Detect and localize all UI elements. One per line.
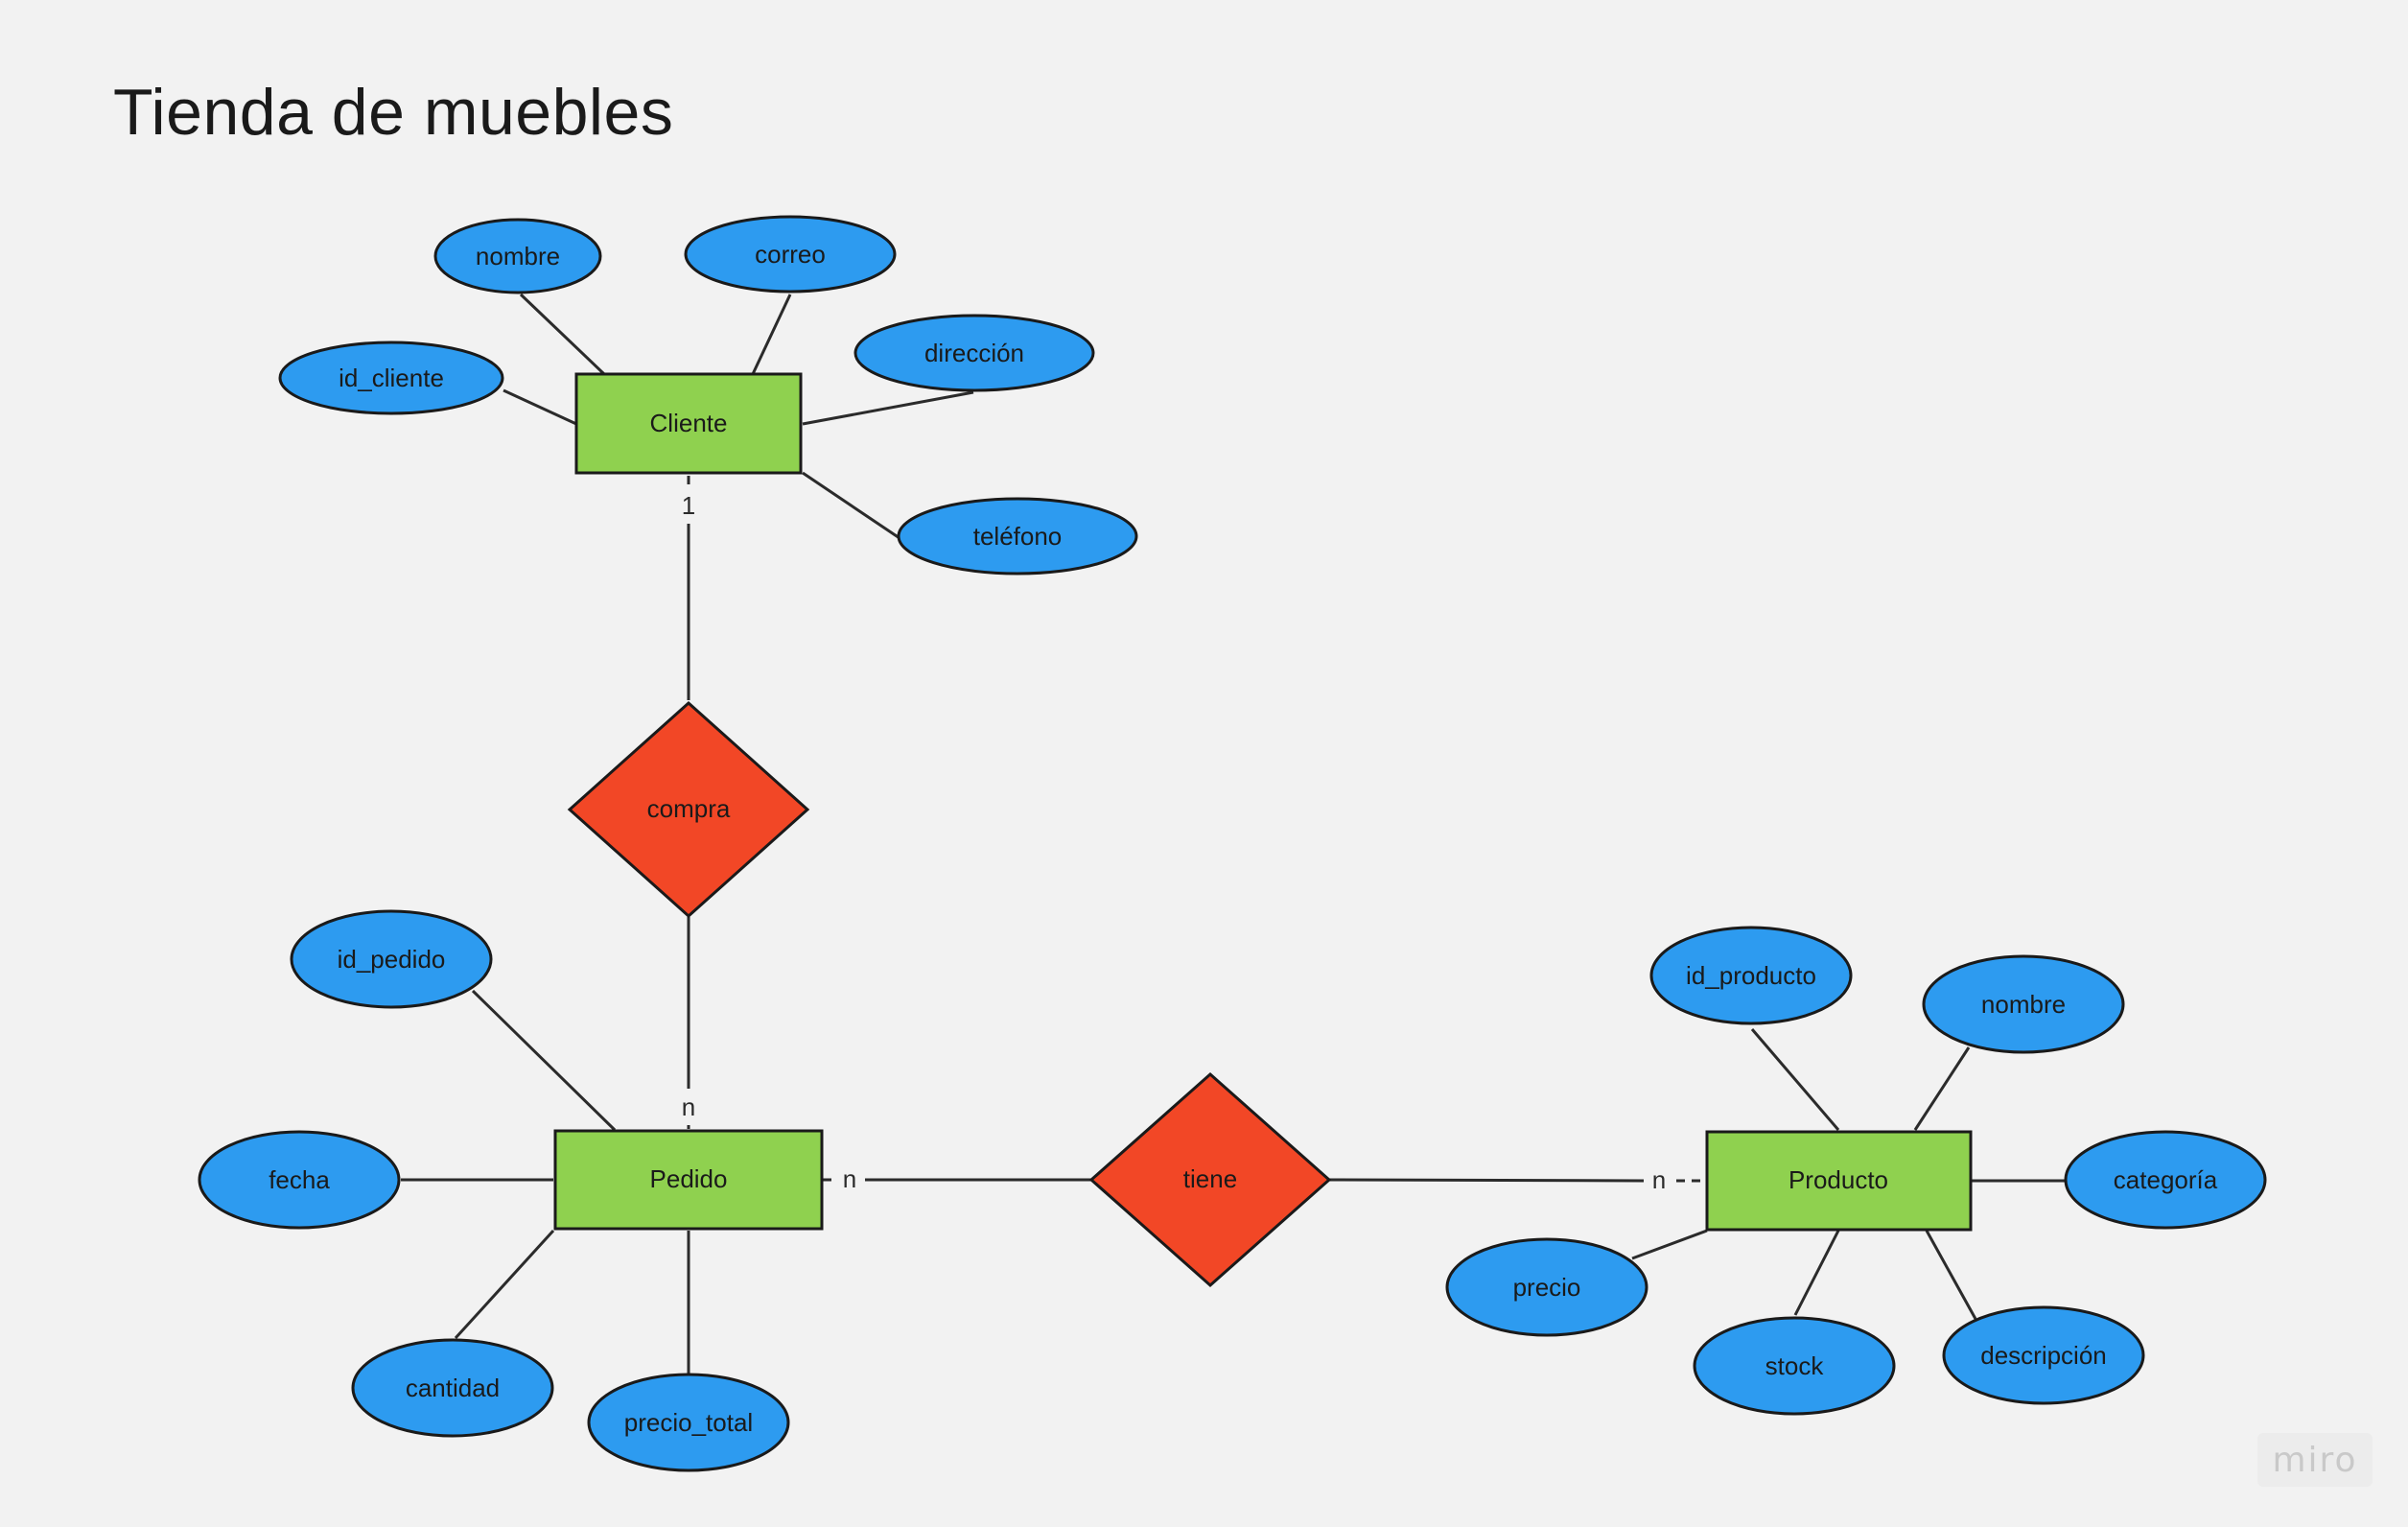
connector-producto-nombre	[1913, 1046, 1971, 1131]
cardinality-pedido-compra: n	[682, 1092, 695, 1121]
entity-producto-label: Producto	[1788, 1165, 1888, 1194]
connector-producto-stock	[1793, 1230, 1840, 1316]
attribute-label: precio_total	[624, 1408, 753, 1437]
cardinality-pedido-tiene: n	[843, 1164, 856, 1193]
attribute-label: nombre	[1981, 990, 2066, 1019]
entity-cliente-label: Cliente	[650, 409, 728, 437]
attribute-producto-id-producto[interactable]: id_producto	[1649, 926, 1853, 1025]
attribute-label: precio	[1513, 1273, 1581, 1302]
connector-cliente-telefono	[802, 471, 900, 540]
attribute-producto-categoria[interactable]: categoría	[2064, 1130, 2267, 1230]
connector-producto-id-producto	[1750, 1028, 1840, 1131]
attribute-cliente-correo[interactable]: correo	[684, 215, 897, 294]
attribute-producto-nombre[interactable]: nombre	[1922, 954, 2125, 1054]
cardinality-labels: 1 n n n	[675, 491, 1672, 1197]
entity-cliente[interactable]: Cliente	[574, 372, 803, 475]
miro-watermark: miro	[2257, 1433, 2373, 1487]
connector-producto-precio	[1631, 1229, 1708, 1260]
entity-producto[interactable]: Producto	[1705, 1130, 1973, 1232]
connector-cliente-direccion	[802, 390, 974, 426]
attribute-cliente-id-cliente[interactable]: id_cliente	[278, 341, 504, 415]
connector-cliente-id-cliente	[503, 388, 577, 426]
attribute-label: id_cliente	[339, 364, 444, 392]
attribute-label: categoría	[2114, 1165, 2218, 1194]
attribute-label: dirección	[924, 339, 1024, 367]
cardinality-producto-tiene: n	[1652, 1165, 1666, 1194]
attribute-pedido-cantidad[interactable]: cantidad	[351, 1338, 554, 1438]
attribute-label: id_pedido	[338, 945, 446, 974]
attribute-cliente-nombre[interactable]: nombre	[433, 218, 602, 294]
diagram-title: Tienda de muebles	[113, 76, 674, 149]
attribute-label: descripción	[1980, 1341, 2107, 1370]
attribute-cliente-direccion[interactable]: dirección	[853, 314, 1095, 392]
attribute-pedido-id-pedido[interactable]: id_pedido	[290, 909, 493, 1009]
attribute-cliente-telefono[interactable]: teléfono	[897, 497, 1138, 576]
connector-cliente-correo	[751, 294, 792, 375]
connectors	[401, 293, 2068, 1374]
relationship-tiene-label: tiene	[1183, 1164, 1237, 1193]
attribute-label: fecha	[269, 1165, 330, 1194]
attribute-label: cantidad	[406, 1374, 500, 1402]
relationship-compra-label: compra	[647, 794, 731, 823]
attribute-producto-precio[interactable]: precio	[1445, 1237, 1648, 1337]
attribute-producto-stock[interactable]: stock	[1693, 1316, 1896, 1416]
attribute-pedido-fecha[interactable]: fecha	[198, 1130, 401, 1230]
attribute-label: id_producto	[1686, 961, 1816, 990]
relationship-compra[interactable]: compra	[567, 700, 810, 919]
connector-tiene-producto	[1328, 1178, 1645, 1183]
attribute-label: nombre	[476, 242, 560, 270]
connector-pedido-id-pedido	[471, 989, 617, 1132]
attribute-label: correo	[755, 240, 826, 269]
entity-pedido[interactable]: Pedido	[553, 1129, 824, 1231]
relationship-tiene[interactable]: tiene	[1088, 1071, 1332, 1288]
attribute-pedido-precio-total[interactable]: precio_total	[587, 1373, 790, 1472]
connector-producto-descripcion	[1925, 1230, 1977, 1320]
connector-cliente-nombre	[519, 293, 606, 376]
attribute-label: teléfono	[973, 522, 1063, 551]
entity-pedido-label: Pedido	[650, 1164, 728, 1193]
attribute-producto-descripcion[interactable]: descripción	[1942, 1305, 2145, 1405]
cardinality-cliente: 1	[682, 491, 695, 520]
attribute-label: stock	[1765, 1351, 1825, 1380]
connector-pedido-cantidad	[454, 1229, 555, 1340]
